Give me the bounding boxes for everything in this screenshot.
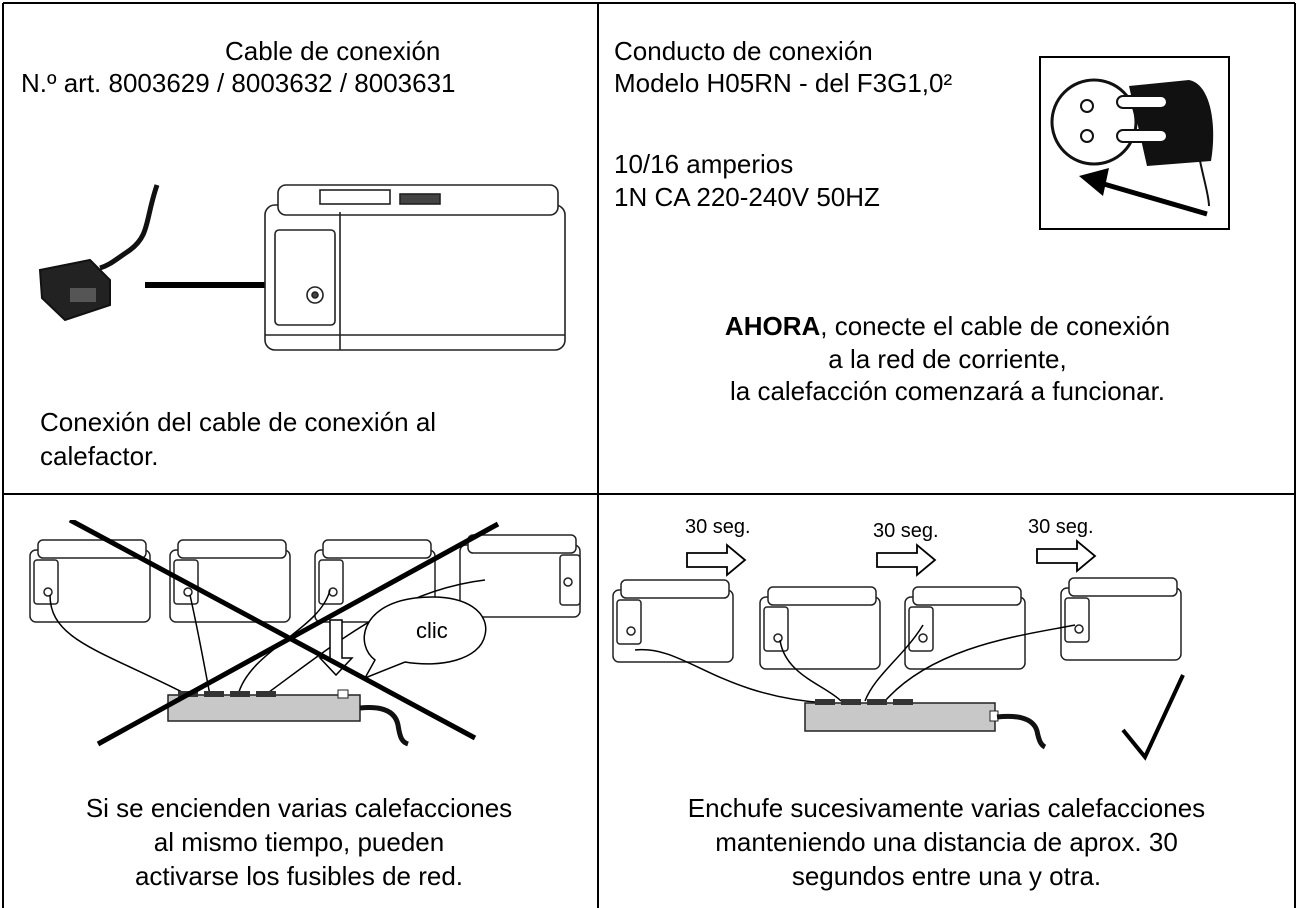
advice-caption-line2: manteniendo una distancia de aprox. 30 [715,827,1178,857]
correct-connection-illustration: 30 seg. 30 seg. 30 seg. [612,516,1185,761]
delay-label-3: 30 seg. [1028,516,1094,538]
notice-line2: a la red de corriente, [828,344,1067,374]
cable-connection-illustration [38,184,566,351]
delay-label-1: 30 seg. [685,516,751,538]
warning-caption-line3: activarse los fusibles de red. [134,861,464,891]
notice-line1: AHORA, conecte el cable de conexión [600,310,1295,342]
warning-caption-line1: Si se encienden varias calefacciones [85,793,513,823]
power-strip-icon [804,699,1047,750]
cable-title: Cable de conexión [225,36,441,66]
heater-box-icon [264,184,566,351]
notice-bold: AHORA [724,311,821,341]
heater-box-icon [1060,577,1182,661]
advice-caption-line1: Enchufe sucesivamente varias calefaccion… [687,793,1206,823]
notice-line3: la calefacción comenzará a funcionar. [729,376,1166,406]
heater-box-icon [459,534,581,618]
advice-caption-line3: segundos entre una y otra. [791,861,1102,891]
heater-box-icon [169,539,291,623]
conduit-amperage: 10/16 amperios [614,149,794,179]
delay-label-2: 30 seg. [873,520,939,542]
checkmark-icon [1121,674,1185,761]
warning-caption-line2: al mismo tiempo, pueden [153,827,445,857]
speech-bubble-icon [363,596,487,680]
conduit-title: Conducto de conexión [614,36,873,66]
article-numbers: N.º art. 8003629 / 8003632 / 8003631 [21,68,456,98]
wrong-connection-illustration: clic [29,520,581,747]
notice-rest: , conecte el cable de conexión [820,311,1171,341]
power-cable-icon [99,184,160,271]
plug-image [1039,56,1230,230]
heater-box-icon [29,539,151,623]
plug-icon [1050,78,1214,207]
conduit-voltage: 1N CA 220-240V 50HZ [614,182,880,212]
arrow-up-left-icon [1096,179,1208,217]
conduit-model: Modelo H05RN - del F3G1,0² [614,68,953,98]
heater-box-icon [759,586,881,670]
heater-box-icon [904,586,1026,670]
power-strip-icon [167,689,409,747]
cable-caption-line1: Conexión del cable de conexión al [40,407,437,437]
click-bubble-text: clic [416,618,448,643]
cable-caption-line2: calefactor. [40,441,159,471]
cross-icon [68,520,500,747]
heater-box-icon [612,579,734,663]
arrow-right-outline-icon [686,539,1097,577]
